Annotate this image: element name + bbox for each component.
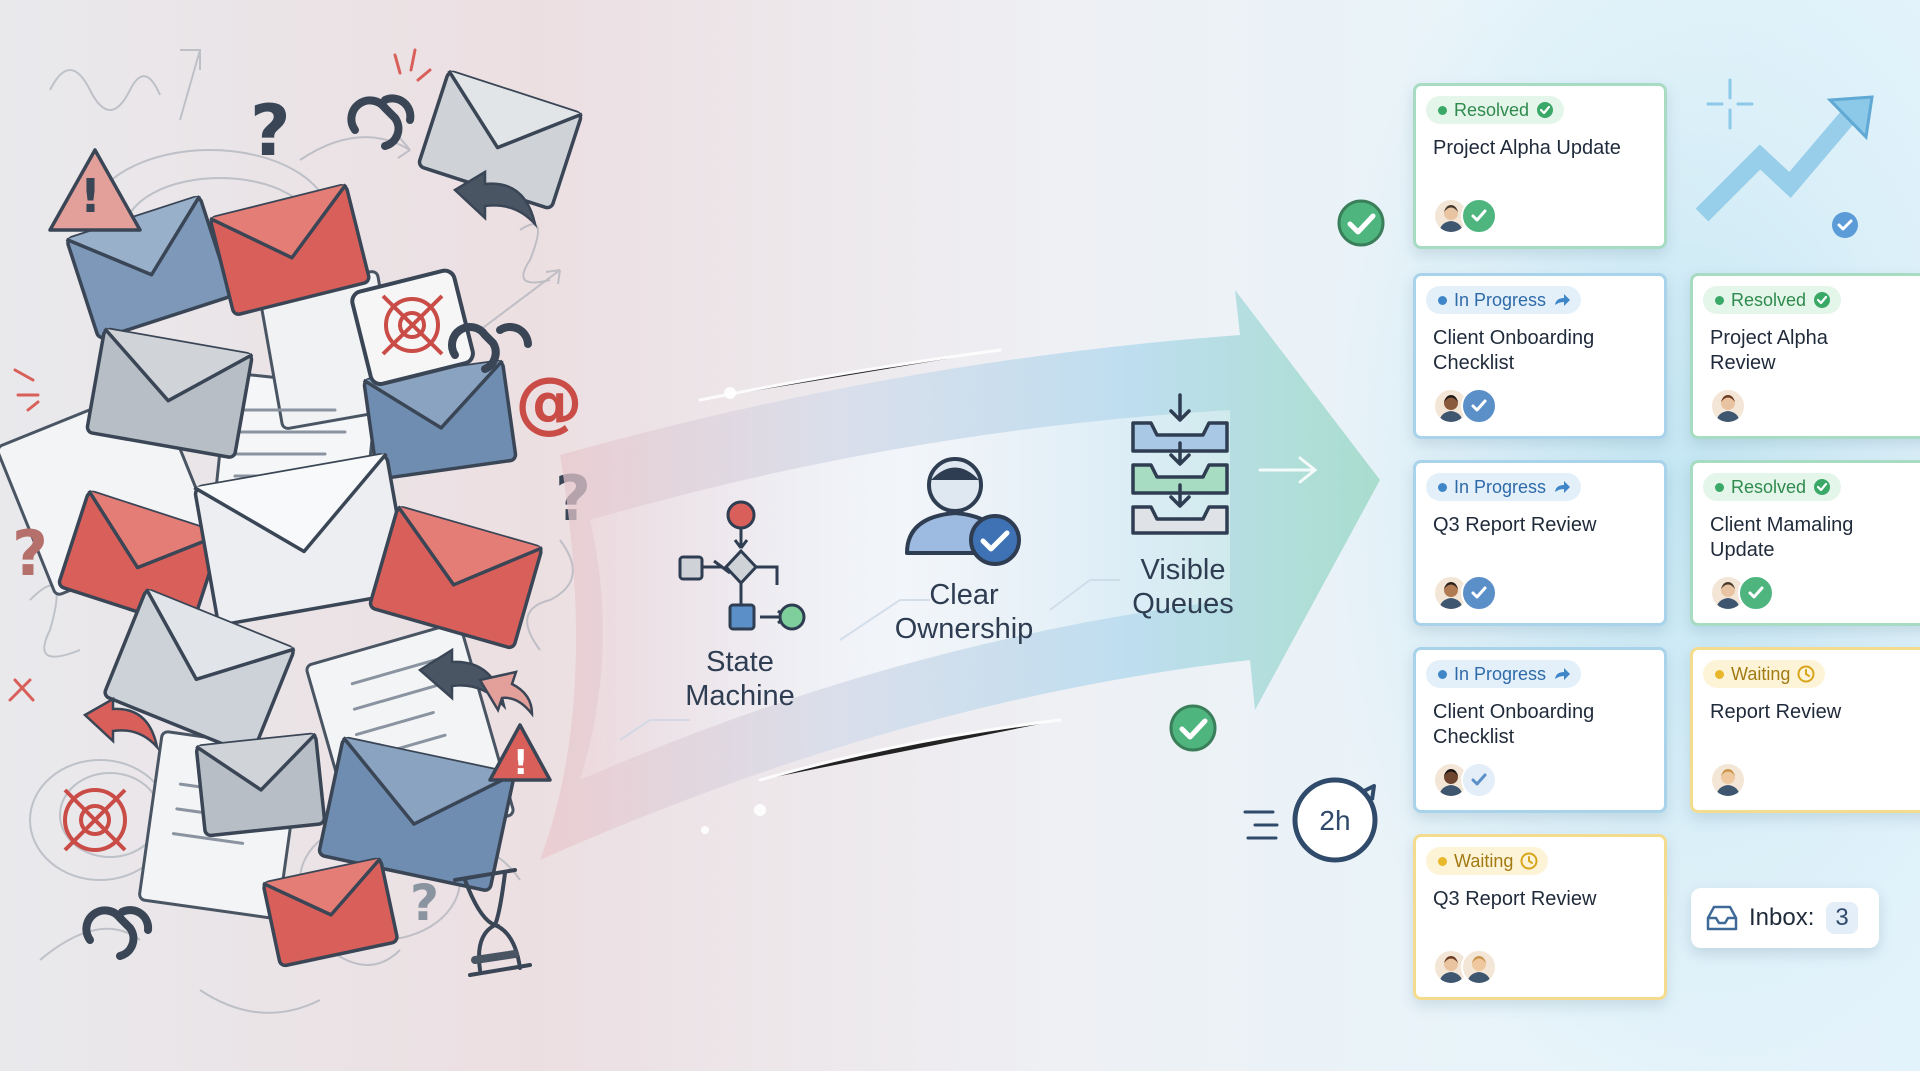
inbox-stack-icon [1131, 393, 1229, 535]
card-title: Report Review [1710, 701, 1842, 723]
at-symbol: @ [515, 363, 583, 442]
assignee-avatars [1710, 575, 1774, 613]
status-card[interactable]: In Progress Q3 Report Review [1413, 460, 1667, 626]
avatar [1710, 762, 1746, 798]
status-badge: Resolved [1703, 473, 1842, 501]
avatar [1710, 575, 1746, 611]
card-title: Q3 Report Review [1433, 888, 1597, 910]
user-check-icon [905, 457, 1021, 566]
status-dot-icon [1438, 482, 1447, 492]
forward-arrow-icon [1555, 668, 1571, 680]
status-dot-icon [1438, 105, 1447, 115]
avatar [1710, 388, 1746, 424]
assignee-avatars [1710, 388, 1746, 426]
avatar [1461, 949, 1497, 985]
check-circle-icon [1814, 479, 1831, 495]
status-dot-icon [1438, 669, 1447, 679]
assignee-check-icon [1461, 388, 1497, 424]
assignee-check-icon [1738, 575, 1774, 611]
trend-up-icon [1695, 78, 1874, 222]
card-title: Project Alpha Update [1433, 137, 1621, 159]
status-dot-icon [1715, 482, 1724, 492]
card-title: Project Alpha Review [1710, 327, 1828, 374]
forward-arrow-icon [1555, 294, 1571, 306]
inbox-counter[interactable]: Inbox: 3 [1691, 888, 1879, 948]
small-check-icon [1832, 212, 1858, 238]
status-badge: Resolved [1426, 96, 1565, 124]
question-mark-symbol: ? [410, 874, 439, 932]
status-dot-icon [1715, 295, 1724, 305]
warning-icon: ! [80, 169, 101, 223]
status-label: In Progress [1454, 289, 1547, 310]
status-label: Waiting [1731, 663, 1791, 684]
clock-icon [1797, 665, 1815, 683]
assignee-avatars [1433, 762, 1497, 800]
stage-label-clear-ownership: Clear Ownership [894, 579, 1034, 645]
status-dot-icon [1438, 856, 1447, 866]
stage-label-state-machine: State Machine [685, 646, 795, 712]
status-dot-icon [1715, 669, 1724, 679]
assignee-avatars [1433, 949, 1497, 987]
success-check-icon [1169, 704, 1217, 752]
status-badge: In Progress [1426, 473, 1582, 501]
status-badge: Waiting [1703, 660, 1826, 688]
assignee-check-icon [1461, 762, 1497, 798]
status-label: Waiting [1454, 850, 1514, 871]
card-title: Client Onboarding Checklist [1433, 701, 1595, 748]
assignee-avatars [1710, 762, 1746, 800]
stage-label-visible-queues: Visible Queues [1132, 554, 1234, 620]
status-label: Resolved [1731, 289, 1807, 310]
flowchart-icon [678, 500, 806, 631]
status-label: Resolved [1731, 476, 1807, 497]
inbox-count: 3 [1826, 902, 1858, 934]
status-badge: In Progress [1426, 660, 1582, 688]
status-card[interactable]: Waiting Q3 Report Review [1413, 834, 1667, 1000]
status-badge: Waiting [1426, 847, 1549, 875]
card-title: Q3 Report Review [1433, 514, 1597, 536]
assignee-check-icon [1461, 198, 1497, 234]
check-circle-icon [1537, 102, 1554, 118]
status-label: Resolved [1454, 99, 1530, 120]
status-badge: In Progress [1426, 286, 1582, 314]
assignee-avatars [1433, 198, 1497, 236]
card-title: Client Onboarding Checklist [1433, 327, 1595, 374]
clock-icon [1520, 852, 1538, 870]
timer-label: 2h [1319, 805, 1350, 836]
success-check-icon [1337, 199, 1385, 247]
inbox-icon [1706, 905, 1738, 931]
warning-icon: ! [513, 743, 529, 783]
status-badge: Resolved [1703, 286, 1842, 314]
assignee-check-icon [1461, 575, 1497, 611]
status-label: In Progress [1454, 663, 1547, 684]
forward-arrow-icon [1555, 481, 1571, 493]
assignee-avatars [1433, 575, 1497, 613]
check-circle-icon [1814, 292, 1831, 308]
avatar [1433, 198, 1469, 234]
card-title: Client Mamaling Update [1710, 514, 1854, 561]
question-mark-symbol: ? [12, 517, 48, 590]
status-label: In Progress [1454, 476, 1547, 497]
inbox-label: Inbox: [1749, 904, 1815, 931]
question-mark-symbol: ? [250, 90, 291, 172]
assignee-avatars [1433, 388, 1497, 426]
status-dot-icon [1438, 295, 1447, 305]
timer-icon: 2h [1243, 777, 1378, 863]
